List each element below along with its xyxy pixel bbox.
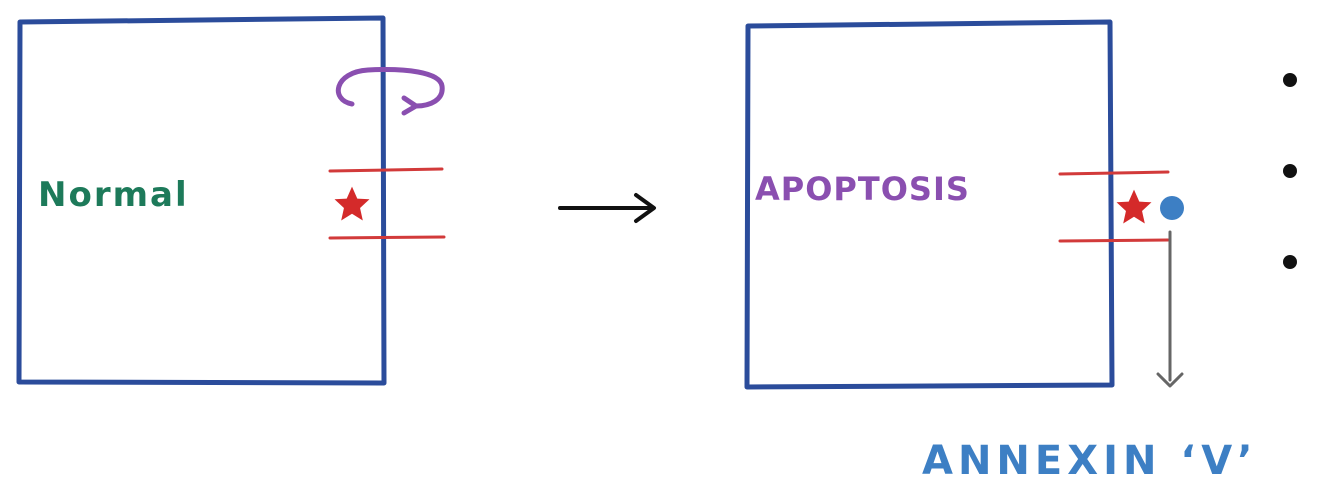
bullet-point	[1283, 255, 1297, 269]
apoptotic-membrane-bottom	[1058, 238, 1170, 243]
star-icon	[334, 186, 370, 221]
flip-arrow-icon	[335, 67, 445, 109]
apoptotic-cell: APOPTOSIS	[744, 19, 1184, 390]
apoptotic-cell-border	[744, 19, 1115, 390]
annexin-pointer-head	[1156, 372, 1184, 388]
apoptosis-label: APOPTOSIS	[755, 170, 970, 208]
flip-arrow-head	[401, 95, 419, 116]
annexin-dot-icon	[1160, 196, 1184, 220]
normal-cell-border	[16, 15, 387, 386]
apoptotic-membrane-top	[1058, 170, 1170, 176]
normal-membrane-bottom	[328, 235, 446, 240]
normal-membrane-top	[328, 167, 444, 173]
normal-cell: Normal	[16, 15, 446, 386]
star-icon	[1116, 189, 1152, 224]
bullet-point	[1283, 73, 1297, 87]
normal-label: Normal	[38, 175, 189, 215]
bullet-point	[1283, 164, 1297, 178]
bullet-list	[1283, 73, 1297, 269]
annexin-label: ANNEXIN ‘V’	[922, 438, 1257, 480]
transition-arrow	[558, 193, 656, 223]
